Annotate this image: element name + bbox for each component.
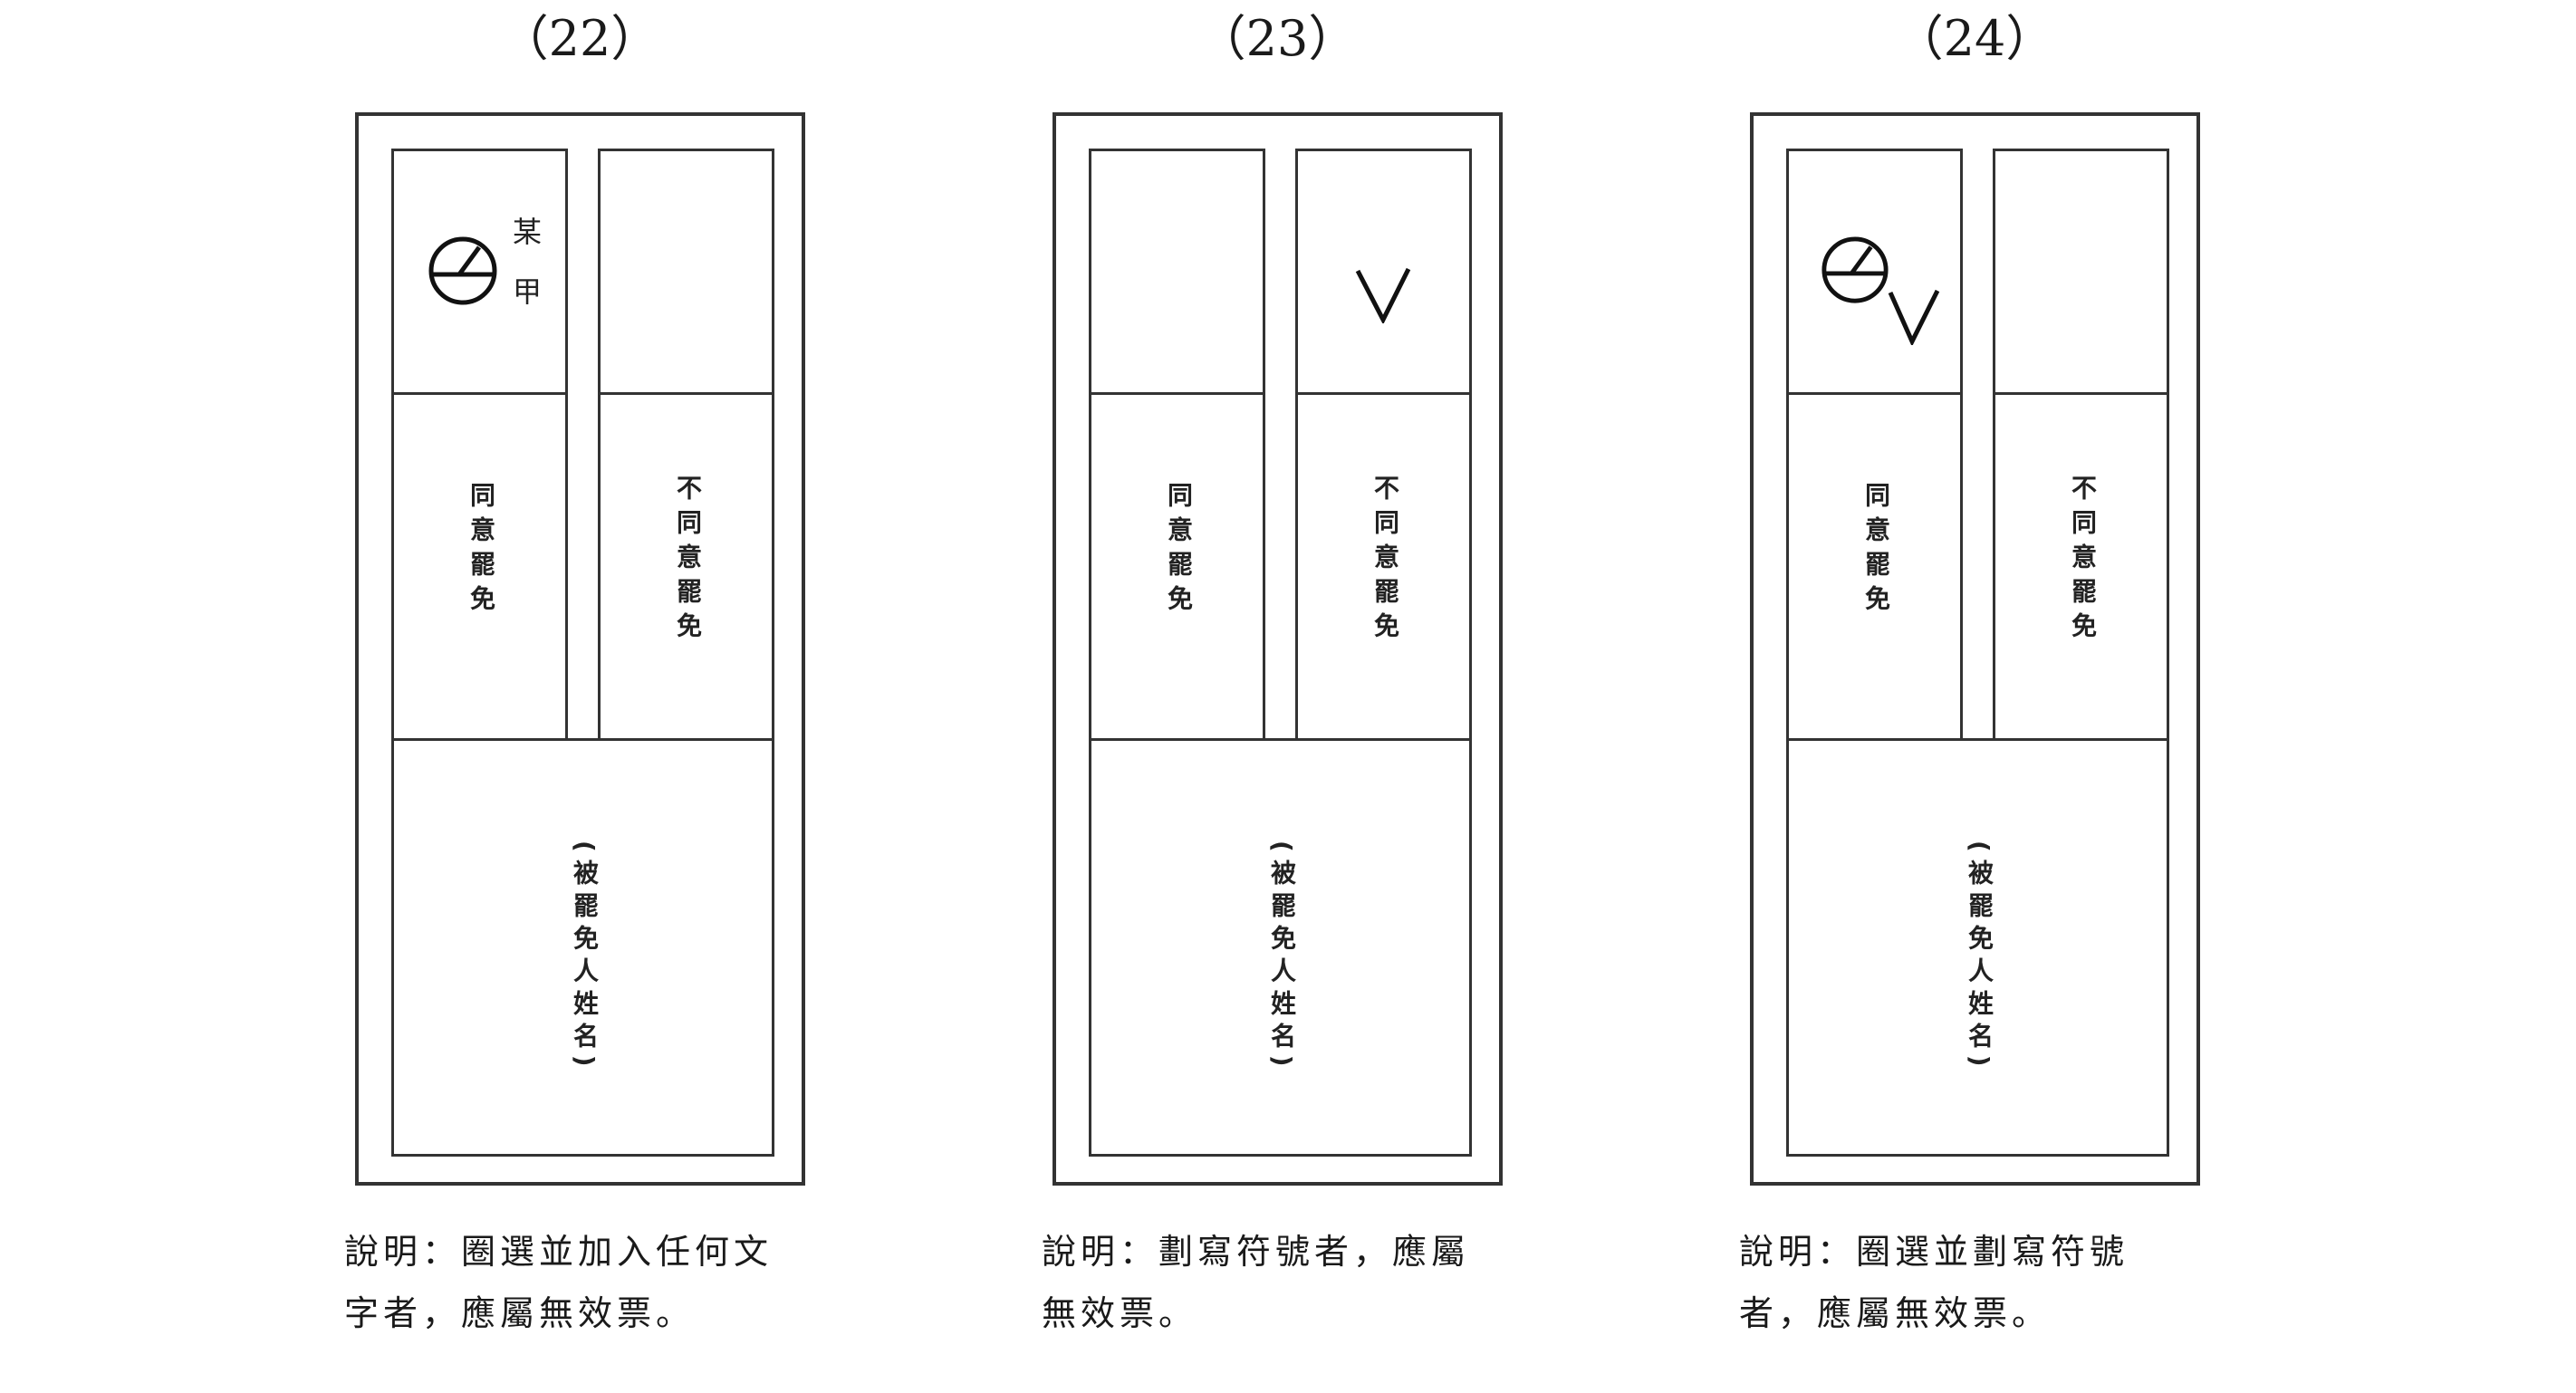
agree-label: 同意罷免 xyxy=(1861,482,1891,620)
caption-line-2: 無效票。 xyxy=(1042,1293,1198,1333)
check-mark-icon xyxy=(1355,267,1411,323)
candidate-name-box: (被罷免人姓名) xyxy=(391,738,774,1157)
column-divider xyxy=(1960,149,1995,741)
agree-label-box: 同意罷免 xyxy=(391,392,568,741)
ballot: 同意罷免 不同意罷免 (被罷免人姓名) xyxy=(1053,112,1503,1186)
agree-label-box: 同意罷免 xyxy=(1786,392,1963,741)
figure-number: （22） xyxy=(499,10,660,67)
written-name-text: 某甲 xyxy=(508,216,543,336)
disagree-label: 不同意罷免 xyxy=(2068,475,2098,647)
disagree-label-box: 不同意罷免 xyxy=(598,392,774,741)
caption-line-2: 字者，應屬無效票。 xyxy=(344,1293,696,1333)
disagree-mark-box xyxy=(1993,149,2169,395)
ballot: 同意罷免 不同意罷免 (被罷免人姓名) xyxy=(1750,112,2200,1186)
agree-label-box: 同意罷免 xyxy=(1089,392,1265,741)
column-divider xyxy=(1263,149,1298,741)
agree-label: 同意罷免 xyxy=(1164,482,1194,620)
circle-stamp-icon xyxy=(1821,236,1889,303)
agree-mark-box: 某甲 xyxy=(391,149,568,395)
ballot: 某甲 同意罷免 不同意罷免 (被罷免人姓名) xyxy=(355,112,805,1186)
disagree-mark-box xyxy=(1295,149,1472,395)
candidate-name-label: (被罷免人姓名) xyxy=(570,841,600,1074)
ballot-figure-24: （24） 同意罷免 不同意罷免 (被罷免人姓名) 說明：圈選並劃寫符號 者，應屬… xyxy=(1739,0,2246,1393)
ballot-figure-22: （22） 某甲 同意罷免 不同意罷免 (被罷免人姓名) 說明：圈選並加入任何文 … xyxy=(344,0,851,1393)
caption-line-1: 說明：劃寫符號者，應屬 xyxy=(1042,1232,1471,1272)
candidate-name-label: (被罷免人姓名) xyxy=(1267,841,1297,1074)
caption: 說明：圈選並加入任何文 字者，應屬無效票。 xyxy=(344,1221,833,1344)
disagree-label: 不同意罷免 xyxy=(1370,475,1400,647)
agree-mark-box xyxy=(1786,149,1963,395)
disagree-mark-box xyxy=(598,149,774,395)
agree-mark-box xyxy=(1089,149,1265,395)
check-mark-icon xyxy=(1888,289,1940,345)
disagree-label-box: 不同意罷免 xyxy=(1295,392,1472,741)
figure-number: （23） xyxy=(1197,10,1358,67)
caption: 說明：圈選並劃寫符號 者，應屬無效票。 xyxy=(1739,1221,2228,1344)
column-divider xyxy=(565,149,601,741)
candidate-name-box: (被罷免人姓名) xyxy=(1786,738,2169,1157)
agree-label: 同意罷免 xyxy=(466,482,496,620)
circle-stamp-icon xyxy=(428,236,497,305)
caption-line-1: 說明：圈選並劃寫符號 xyxy=(1739,1232,2129,1272)
caption: 說明：劃寫符號者，應屬 無效票。 xyxy=(1042,1221,1531,1344)
caption-line-1: 說明：圈選並加入任何文 xyxy=(344,1232,774,1272)
ballot-figure-23: （23） 同意罷免 不同意罷免 (被罷免人姓名) 說明：劃寫符號者，應屬 無效票… xyxy=(1042,0,1549,1393)
disagree-label: 不同意罷免 xyxy=(673,475,703,647)
caption-line-2: 者，應屬無效票。 xyxy=(1739,1293,2052,1333)
candidate-name-box: (被罷免人姓名) xyxy=(1089,738,1472,1157)
figure-number: （24） xyxy=(1894,10,2055,67)
candidate-name-label: (被罷免人姓名) xyxy=(1965,841,1994,1074)
disagree-label-box: 不同意罷免 xyxy=(1993,392,2169,741)
